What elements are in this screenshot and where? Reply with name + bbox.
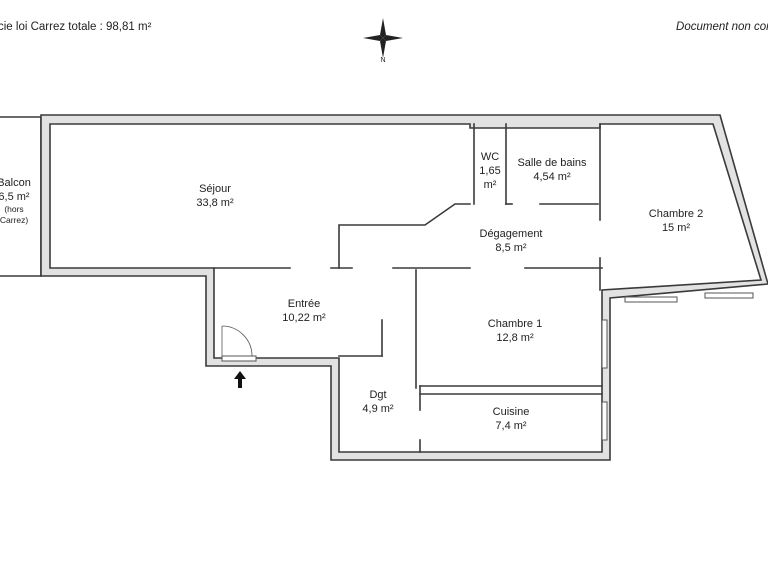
cuisine-name: Cuisine — [493, 406, 530, 418]
wc-name: WC — [481, 151, 499, 163]
room-balcon: Balcon 6,5 m² (hors Carrez) — [0, 177, 31, 225]
outer-wall — [40, 114, 768, 461]
compass-rose-icon: N — [363, 18, 403, 64]
room-sejour: Séjour 33,8 m² — [196, 183, 234, 209]
sejour-name: Séjour — [199, 183, 231, 195]
degagement-area: 8,5 m² — [495, 242, 527, 254]
chambre2-window-1 — [624, 296, 678, 303]
balcon-note-1: (hors — [4, 204, 23, 214]
interior-walls — [213, 123, 603, 453]
chambre1-area: 12,8 m² — [496, 332, 534, 344]
room-dgt: Dgt 4,9 m² — [362, 389, 394, 415]
chambre1-name: Chambre 1 — [488, 318, 542, 330]
degagement-name: Dégagement — [480, 228, 543, 240]
room-cuisine: Cuisine 7,4 m² — [493, 406, 530, 432]
sejour-area: 33,8 m² — [196, 197, 234, 209]
chambre2-area: 15 m² — [662, 222, 690, 234]
room-chambre1: Chambre 1 12,8 m² — [488, 318, 542, 344]
room-wc: WC 1,65 m² — [479, 151, 500, 191]
room-degagement: Dégagement 8,5 m² — [480, 228, 543, 254]
balcon-note-2: Carrez) — [0, 215, 28, 225]
dgt-area: 4,9 m² — [362, 403, 394, 415]
compass-north-label: N — [380, 57, 385, 64]
entree-name: Entrée — [288, 298, 320, 310]
chambre2-name: Chambre 2 — [649, 208, 703, 220]
sdb-area: 4,54 m² — [533, 171, 571, 183]
disclaimer-caption: Document non cor — [676, 21, 768, 33]
total-area-caption: cie loi Carrez totale : 98,81 m² — [0, 21, 152, 33]
chambre2-window-2 — [704, 292, 754, 299]
sdb-name: Salle de bains — [517, 157, 587, 169]
room-salle-de-bains: Salle de bains 4,54 m² — [517, 157, 587, 183]
dgt-name: Dgt — [369, 389, 386, 401]
balcon-name: Balcon — [0, 177, 31, 189]
wc-area-2: m² — [484, 179, 497, 191]
entrance-door — [221, 325, 257, 362]
entree-area: 10,22 m² — [282, 312, 326, 324]
wc-area-1: 1,65 — [479, 165, 500, 177]
room-entree: Entrée 10,22 m² — [282, 298, 326, 324]
cuisine-window — [601, 401, 608, 441]
arrow-up-icon — [234, 371, 246, 388]
cuisine-area: 7,4 m² — [495, 420, 527, 432]
balcon-area-value: 6,5 m² — [0, 191, 30, 203]
room-chambre2: Chambre 2 15 m² — [649, 208, 703, 234]
chambre1-window — [601, 319, 608, 369]
